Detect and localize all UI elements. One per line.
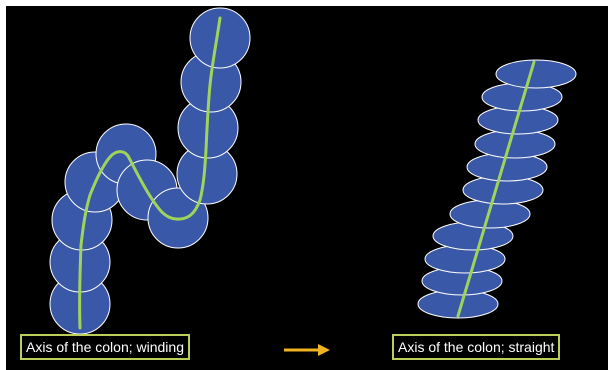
straight-segment	[496, 60, 576, 88]
caption-straight: Axis of the colon; straight	[392, 334, 560, 360]
caption-winding: Axis of the colon; winding	[20, 334, 190, 360]
arrow-icon	[284, 344, 330, 356]
